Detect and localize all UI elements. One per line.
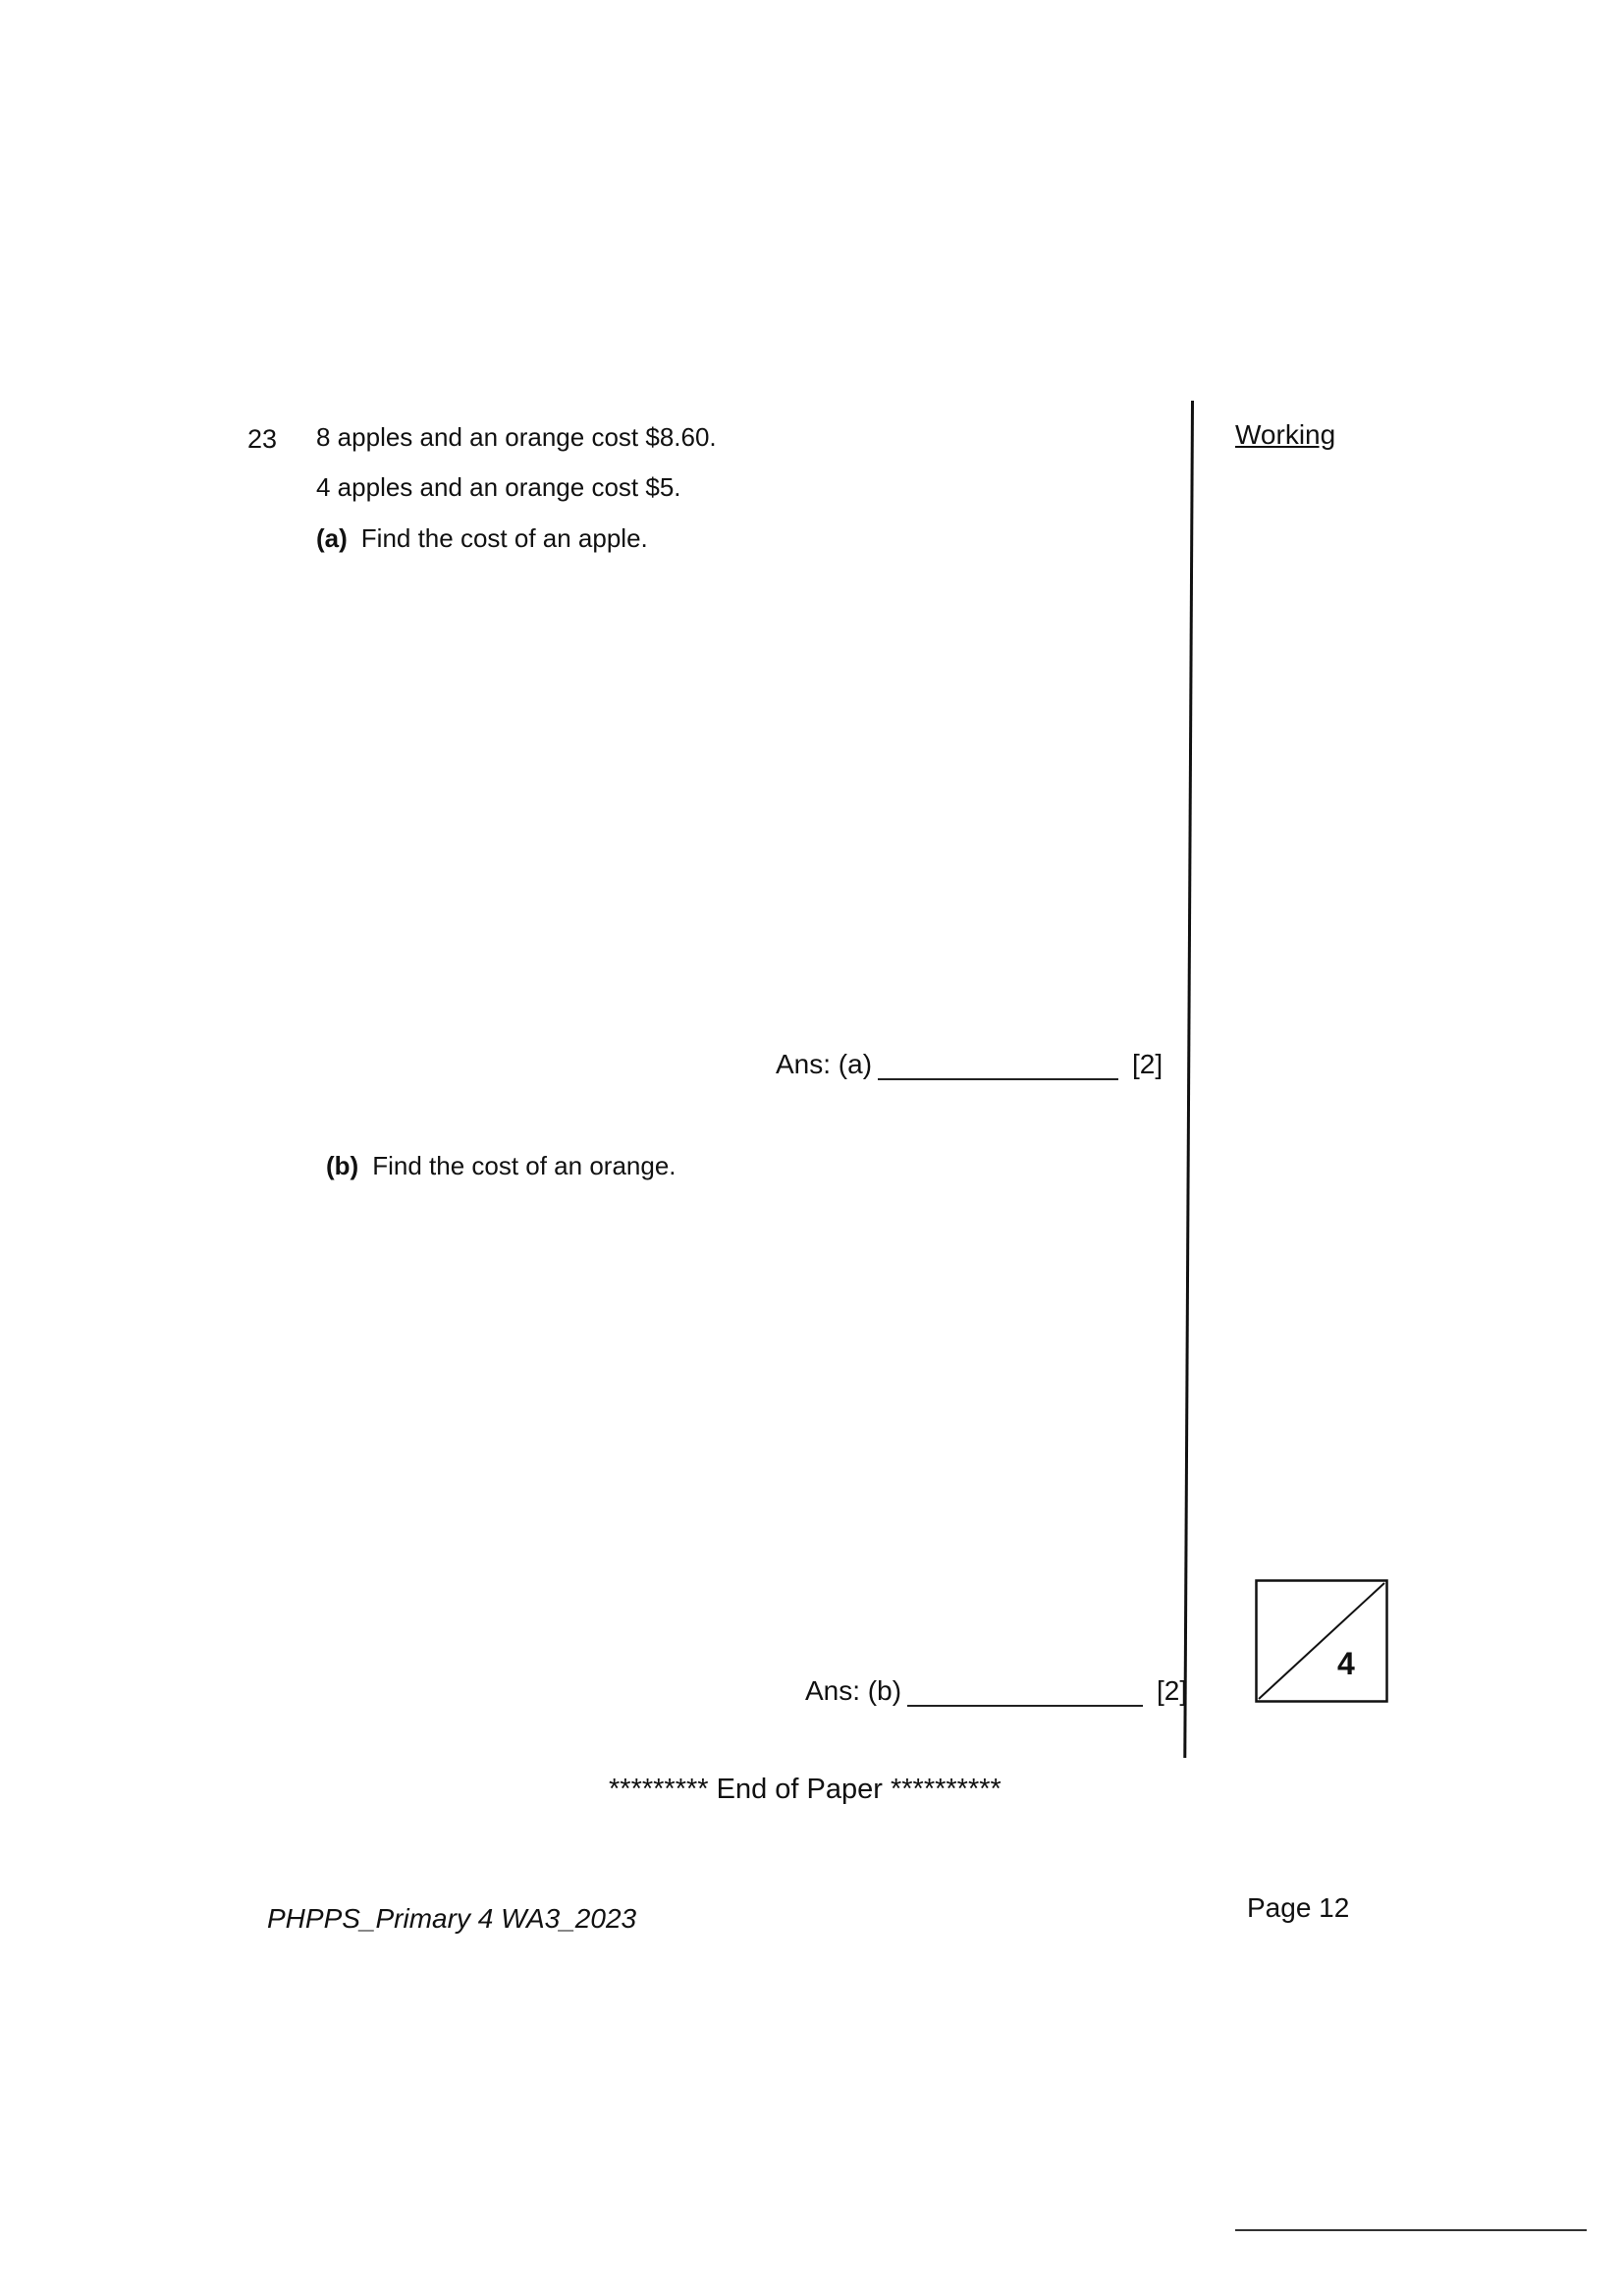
answer-a-label: Ans: (a) <box>776 1049 873 1079</box>
footer-page-number: Page 12 <box>1247 1892 1350 1923</box>
footer-paper-code: PHPPS_Primary 4 WA3_2023 <box>267 1903 637 1934</box>
score-box <box>1255 1579 1388 1703</box>
answer-a-marks: [2] <box>1132 1049 1164 1079</box>
question-line-2: 4 apples and an orange cost $5. <box>316 472 681 502</box>
part-b-label: (b) <box>326 1151 359 1180</box>
answer-b-marks: [2] <box>1157 1675 1188 1706</box>
part-b-text: Find the cost of an orange. <box>372 1151 677 1180</box>
part-a: (a) Find the cost of an apple. <box>316 523 648 554</box>
answer-b-label: Ans: (b) <box>805 1675 902 1706</box>
answer-a: Ans: (a) [2] <box>776 1049 1163 1080</box>
answer-b-blank[interactable] <box>907 1679 1144 1707</box>
bottom-rule <box>1235 2229 1587 2231</box>
question-number: 23 <box>247 424 278 454</box>
score-total: 4 <box>1337 1646 1355 1681</box>
question-line-1: 8 apples and an orange cost $8.60. <box>316 422 717 452</box>
answer-b: Ans: (b) [2] <box>805 1675 1187 1707</box>
working-divider <box>1183 401 1194 1758</box>
end-of-paper: ********* End of Paper ********** <box>609 1774 1001 1805</box>
working-label: Working <box>1235 419 1336 450</box>
part-b: (b) Find the cost of an orange. <box>326 1151 677 1181</box>
part-a-text: Find the cost of an apple. <box>360 523 648 553</box>
score-box-frame <box>1255 1579 1388 1703</box>
part-a-label: (a) <box>316 523 348 553</box>
answer-a-blank[interactable] <box>878 1053 1119 1080</box>
